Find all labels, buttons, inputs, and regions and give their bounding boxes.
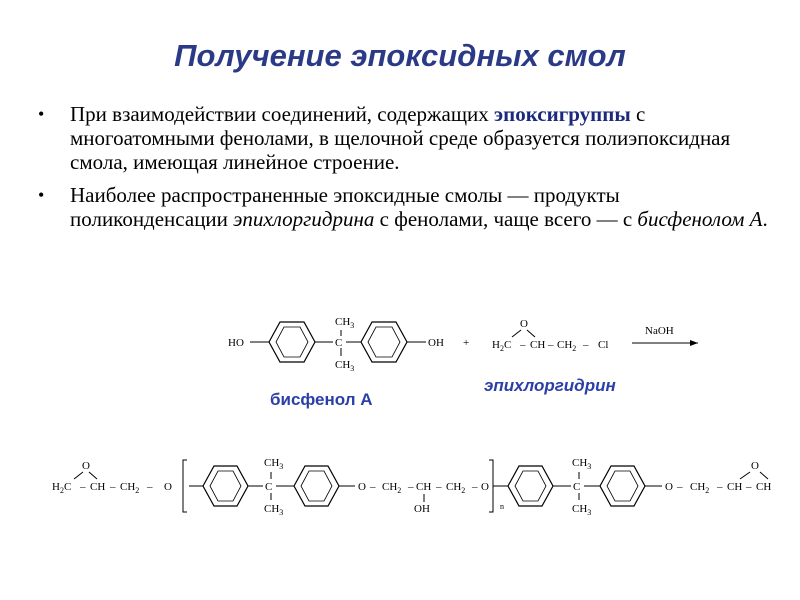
svg-text:–: –	[716, 481, 723, 493]
bullet-icon: •	[38, 104, 45, 124]
svg-text:–: –	[582, 339, 589, 351]
repeat-bracket-right	[489, 459, 494, 513]
polymer-structure: O H2C – CH – CH2 – O C CH3 CH3 O – CH2 –…	[52, 457, 771, 517]
bullet-item: •При взаимодействии соединений, содержащ…	[38, 102, 731, 174]
svg-text:–: –	[547, 339, 554, 351]
svg-text:–: –	[109, 481, 116, 493]
epichlorohydrin-structure: O H2C – CH – CH2 – Cl	[492, 318, 608, 353]
svg-text:–: –	[407, 481, 414, 493]
svg-text:CH3: CH3	[572, 457, 591, 471]
svg-text:CH2: CH2	[690, 481, 709, 495]
svg-text:HO: HO	[228, 337, 244, 349]
svg-text:CH3: CH3	[264, 503, 283, 517]
svg-text:CH: CH	[727, 481, 742, 493]
svg-text:CH2: CH2	[446, 481, 465, 495]
svg-text:OH: OH	[428, 337, 444, 349]
bullet-icon: •	[38, 185, 45, 205]
svg-text:Cl: Cl	[598, 339, 608, 351]
bisphenol-term: бисфенолом А	[637, 207, 763, 231]
svg-text:CH2: CH2	[557, 339, 576, 353]
repeat-unit: C CH3 CH3 O – CH2 – CH OH – CH2 – O	[189, 457, 489, 517]
repeat-bracket-left	[182, 459, 187, 513]
epoxy-group-term: эпоксигруппы	[494, 102, 631, 126]
svg-text:O: O	[520, 318, 528, 330]
svg-text:CH3: CH3	[335, 359, 354, 373]
svg-text:–: –	[146, 481, 153, 493]
svg-text:O: O	[82, 460, 90, 472]
epichlorohydrin-term: эпихлоргидрина	[233, 207, 375, 231]
svg-text:CH2: CH2	[382, 481, 401, 495]
svg-text:–: –	[79, 481, 86, 493]
bisphenol-a-structure: HO C CH3 CH3 OH	[228, 316, 444, 373]
svg-text:+: +	[463, 337, 469, 349]
svg-text:–: –	[435, 481, 442, 493]
svg-text:H2C: H2C	[52, 481, 71, 495]
svg-text:–: –	[471, 481, 478, 493]
bullet-list: •При взаимодействии соединений, содержащ…	[38, 102, 768, 240]
epichlorohydrin-caption: эпихлоргидрин	[484, 376, 616, 395]
svg-text:C: C	[265, 481, 272, 493]
reaction-scheme: HO C CH3 CH3 OH + O H2C – CH – CH2 – Cl …	[228, 316, 698, 373]
left-epoxy-end: O H2C – CH – CH2 – O	[52, 460, 172, 495]
svg-text:H2C: H2C	[492, 339, 511, 353]
svg-text:CH: CH	[416, 481, 431, 493]
naoh-label: NaOH	[645, 325, 674, 337]
bullet-item: •Наиболее распространенные эпоксидные см…	[38, 183, 768, 231]
svg-text:O: O	[164, 481, 172, 493]
svg-text:OH: OH	[414, 503, 430, 515]
svg-text:C: C	[573, 481, 580, 493]
bisphenol-caption: бисфенол А	[270, 390, 373, 409]
svg-text:O: O	[751, 460, 759, 472]
svg-text:CH3: CH3	[264, 457, 283, 471]
svg-text:–: –	[676, 481, 683, 493]
svg-text:–: –	[745, 481, 752, 493]
svg-text:C: C	[335, 337, 342, 349]
repeat-count-n: n	[500, 502, 504, 511]
svg-text:O: O	[358, 481, 366, 493]
slide-title: Получение эпоксидных смол	[174, 38, 626, 73]
svg-text:CH2: CH2	[120, 481, 139, 495]
svg-text:CH3: CH3	[335, 316, 354, 330]
svg-text:CH: CH	[530, 339, 545, 351]
svg-text:–: –	[519, 339, 526, 351]
svg-text:–: –	[369, 481, 376, 493]
svg-text:CH: CH	[90, 481, 105, 493]
arrow-head-icon	[690, 340, 698, 346]
svg-text:CH: CH	[756, 481, 771, 493]
svg-text:O: O	[481, 481, 489, 493]
svg-text:CH3: CH3	[572, 503, 591, 517]
bisphenol-end-unit: C CH3 CH3	[493, 457, 662, 517]
svg-text:O: O	[665, 481, 673, 493]
right-epoxy-end: O – CH2 – CH – CH O	[665, 460, 771, 495]
